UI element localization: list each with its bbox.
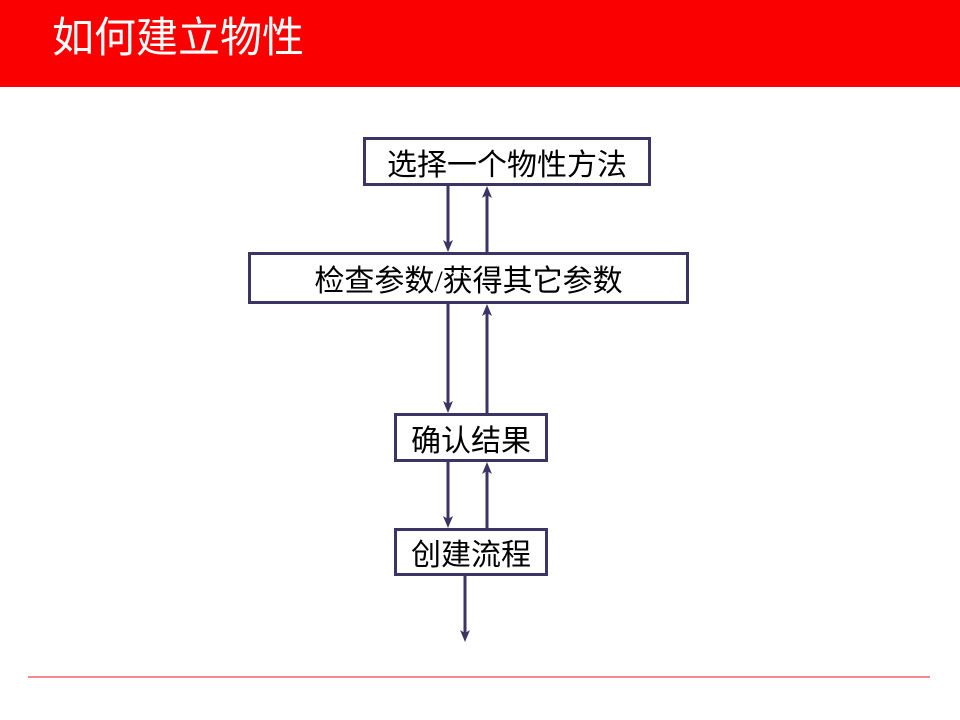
flow-node-create-flow-label: 创建流程 [411,539,531,572]
arrow-up-icon [482,462,492,528]
arrow-up-icon [482,304,492,413]
connector-confirm-result-to-create-flow [0,462,960,528]
arrow-down-icon [443,186,453,252]
connector-select-method-to-check-params [0,186,960,252]
arrow-down-icon [443,462,453,528]
connector-check-params-to-confirm-result [0,304,960,413]
flowchart-diagram: 选择一个物性方法 检查参数/获得其它参数 [0,87,960,720]
flow-node-create-flow[interactable]: 创建流程 [394,528,548,576]
flow-node-select-method-label: 选择一个物性方法 [387,148,627,182]
connector-create-flow-exit [0,576,960,642]
flow-node-confirm-result[interactable]: 确认结果 [394,413,548,462]
flow-node-select-method[interactable]: 选择一个物性方法 [363,137,651,186]
arrow-down-icon [443,304,453,413]
page-title: 如何建立物性 [52,16,305,62]
flow-node-check-params[interactable]: 检查参数/获得其它参数 [248,252,689,304]
flow-node-check-params-label: 检查参数/获得其它参数 [314,265,623,298]
footer-divider [28,676,930,678]
slide-title-banner: 如何建立物性 [0,0,960,87]
arrow-up-icon [482,186,492,252]
arrow-down-icon [460,576,470,642]
flow-node-confirm-result-label: 确认结果 [411,424,531,458]
